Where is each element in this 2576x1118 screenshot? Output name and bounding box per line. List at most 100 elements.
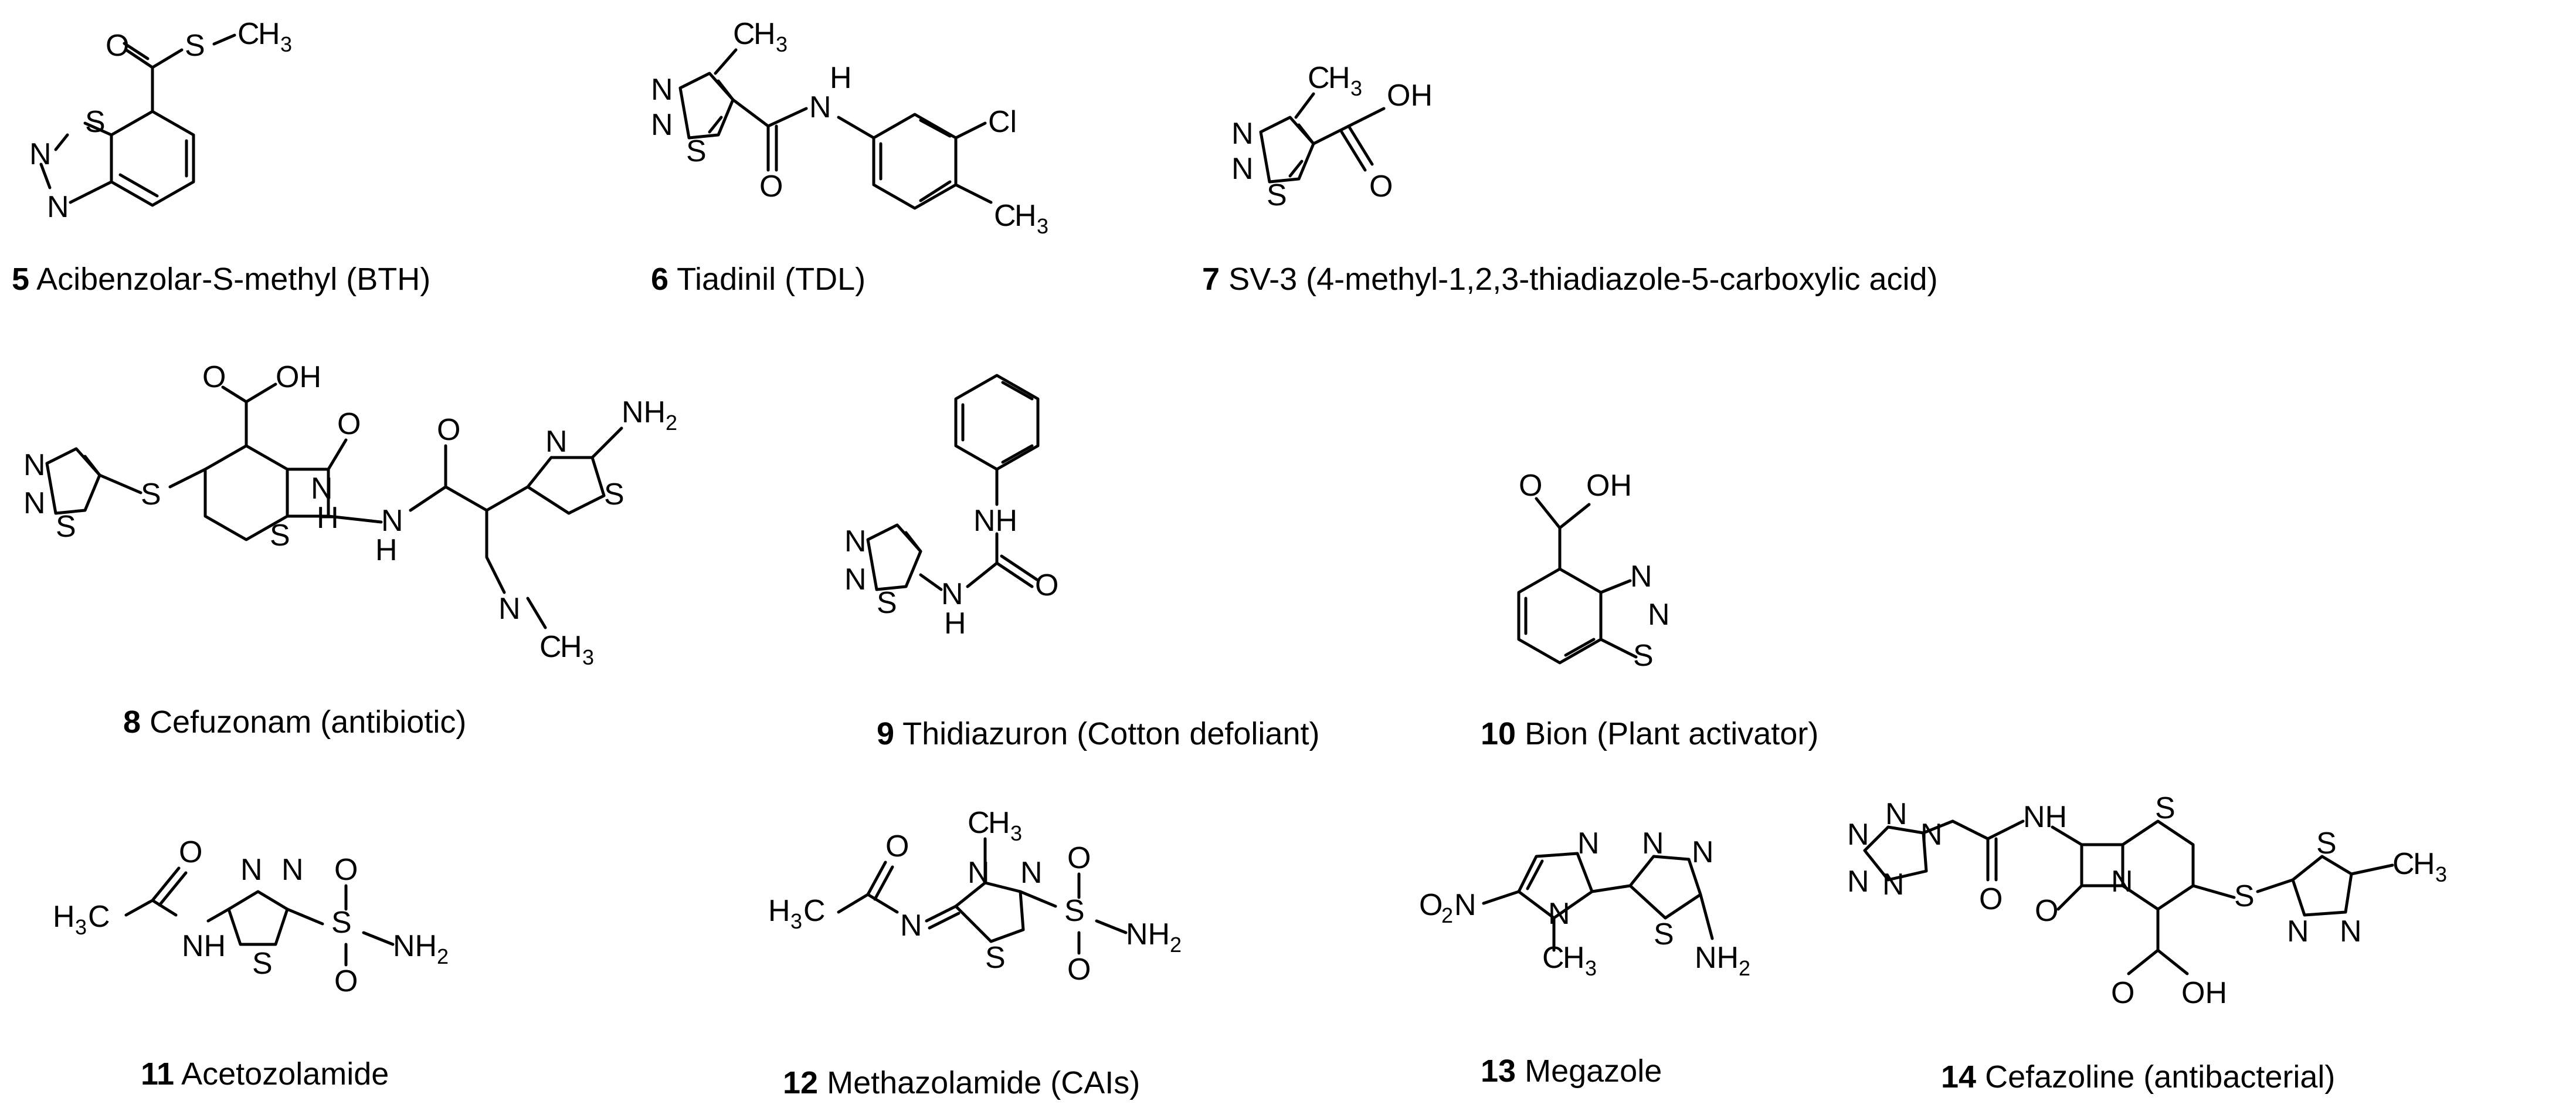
atom-n: N <box>1847 865 1869 899</box>
compound-name: SV-3 (4-methyl-1,2,3-thiadiazole-5-carbo… <box>1228 262 1938 297</box>
compound-5: O S C H 3 S N N 5 Acibenzolar-S-methyl (… <box>0 0 528 328</box>
atom-s: S <box>604 477 625 511</box>
atom-n: N <box>47 190 69 224</box>
compound-6: C H 3 N N S O N H Cl C H 3 6 Tiadinil (T… <box>633 0 1220 328</box>
atom-n: N <box>1630 560 1652 594</box>
caption-10: 10 Bion (Plant activator) <box>1481 716 1818 752</box>
atom-h: H <box>830 61 852 95</box>
compound-number: 12 <box>783 1065 819 1100</box>
caption-13: 13 Megazole <box>1481 1053 1662 1089</box>
atom-cl: Cl <box>988 105 1017 139</box>
atom-n: N <box>23 486 46 520</box>
atom-n: N <box>1231 117 1254 151</box>
compound-name: Cefazoline (antibacterial) <box>1985 1059 2336 1095</box>
compound-number: 8 <box>123 704 141 740</box>
compound-7: C H 3 N N S OH O 7 SV-3 (4-methyl-1,2,3-… <box>1196 0 2193 328</box>
atom-s: S <box>56 510 76 544</box>
atom-s: S <box>1654 917 1674 951</box>
compound-number: 7 <box>1202 262 1220 297</box>
caption-12: 12 Methazolamide (CAIs) <box>783 1065 1140 1101</box>
atom-h: H <box>1328 61 1350 95</box>
atom-n: N <box>2340 914 2362 948</box>
atom-n: N <box>498 592 521 626</box>
atom-n: N <box>281 853 304 887</box>
compound-name: Thidiazuron (Cotton defoliant) <box>902 716 1320 751</box>
atom-o: O <box>2111 976 2134 1010</box>
atom-n: N <box>2287 914 2309 948</box>
atom-s: S <box>331 906 352 940</box>
atom-subscript: 2 <box>1441 903 1453 927</box>
atom-subscript: 3 <box>790 909 802 933</box>
atom-s: S <box>877 586 897 620</box>
atom-o: O <box>179 835 202 869</box>
atom-n: N <box>1454 888 1477 922</box>
atom-o: O <box>759 170 783 204</box>
caption-7: 7 SV-3 (4-methyl-1,2,3-thiadiazole-5-car… <box>1202 261 1938 297</box>
compound-number: 14 <box>1941 1059 1977 1095</box>
atom-s: S <box>2316 826 2337 860</box>
atom-o: O <box>337 407 361 441</box>
atom-h: H <box>988 806 1010 840</box>
compound-name: Bion (Plant activator) <box>1525 716 1819 751</box>
acibenzolar-s-methyl-structure: O S C H 3 S N N <box>29 17 292 224</box>
atom-n: N <box>1847 818 1869 852</box>
atom-subscript: 3 <box>1585 956 1597 980</box>
atom-h: H <box>768 894 790 928</box>
atom-n: N <box>1920 818 1943 852</box>
atom-c: C <box>968 806 990 840</box>
atom-c: C <box>2392 847 2415 881</box>
sv3-structure: C H 3 N N S OH O <box>1231 61 1433 212</box>
atom-n: N <box>1020 856 1043 890</box>
atom-n: N <box>844 563 867 597</box>
atom-h: H <box>317 501 339 535</box>
atom-oh: OH <box>1387 79 1433 113</box>
atom-h: H <box>944 607 966 641</box>
atom-n: N <box>900 909 922 943</box>
compound-number: 5 <box>12 262 30 297</box>
caption-11: 11 Acetozolamide <box>141 1056 389 1092</box>
atom-s: S <box>2155 791 2175 825</box>
atom-subscript: 2 <box>437 944 449 968</box>
atom-o: O <box>885 829 909 863</box>
compound-name: Cefuzonam (antibiotic) <box>150 704 467 740</box>
atom-subscript: 2 <box>1170 933 1182 957</box>
compound-name: Tiadinil (TDL) <box>677 262 866 297</box>
methazolamide-structure: H 3 C O N C H 3 N N S S O O NH 2 <box>768 806 1182 987</box>
atom-s: S <box>985 941 1006 975</box>
compound-name: Acetozolamide <box>181 1056 389 1092</box>
atom-s: S <box>1633 639 1654 673</box>
atom-n: N <box>941 577 963 611</box>
atom-o: O <box>202 360 226 394</box>
atom-n: N <box>651 108 673 142</box>
atom-o: O <box>1519 469 1542 503</box>
atom-o: O <box>1067 953 1091 987</box>
atom-h: H <box>754 17 776 51</box>
atom-h: H <box>258 17 280 51</box>
caption-14: 14 Cefazoline (antibacterial) <box>1941 1059 2335 1095</box>
atom-o: O <box>334 964 358 998</box>
caption-5: 5 Acibenzolar-S-methyl (BTH) <box>12 261 430 297</box>
atom-o: O <box>106 29 129 63</box>
atom-n: N <box>311 472 333 506</box>
atom-n: N <box>240 853 263 887</box>
atom-n: N <box>545 425 568 459</box>
atom-s: S <box>1064 894 1085 928</box>
atom-o: O <box>437 413 460 447</box>
atom-c: C <box>1542 941 1564 975</box>
atom-n: N <box>968 856 990 890</box>
atom-s: S <box>141 477 161 511</box>
compound-10: O OH N N S 10 Bion (Plant activator) <box>1454 446 1923 774</box>
atom-nh: NH <box>2023 800 2067 834</box>
atom-o: O <box>1979 882 2003 916</box>
atom-subscript: 3 <box>776 32 788 56</box>
atom-h: H <box>1014 199 1037 233</box>
atom-oh: OH <box>2181 976 2227 1010</box>
atom-s: S <box>270 519 290 553</box>
caption-9: 9 Thidiazuron (Cotton defoliant) <box>877 716 1319 752</box>
atom-subscript: 3 <box>75 915 87 939</box>
atom-subscript: 3 <box>1037 214 1048 238</box>
atom-n: N <box>23 448 46 482</box>
atom-h: H <box>53 900 75 934</box>
atom-n: N <box>1577 826 1600 860</box>
atom-n: N <box>1642 826 1664 860</box>
